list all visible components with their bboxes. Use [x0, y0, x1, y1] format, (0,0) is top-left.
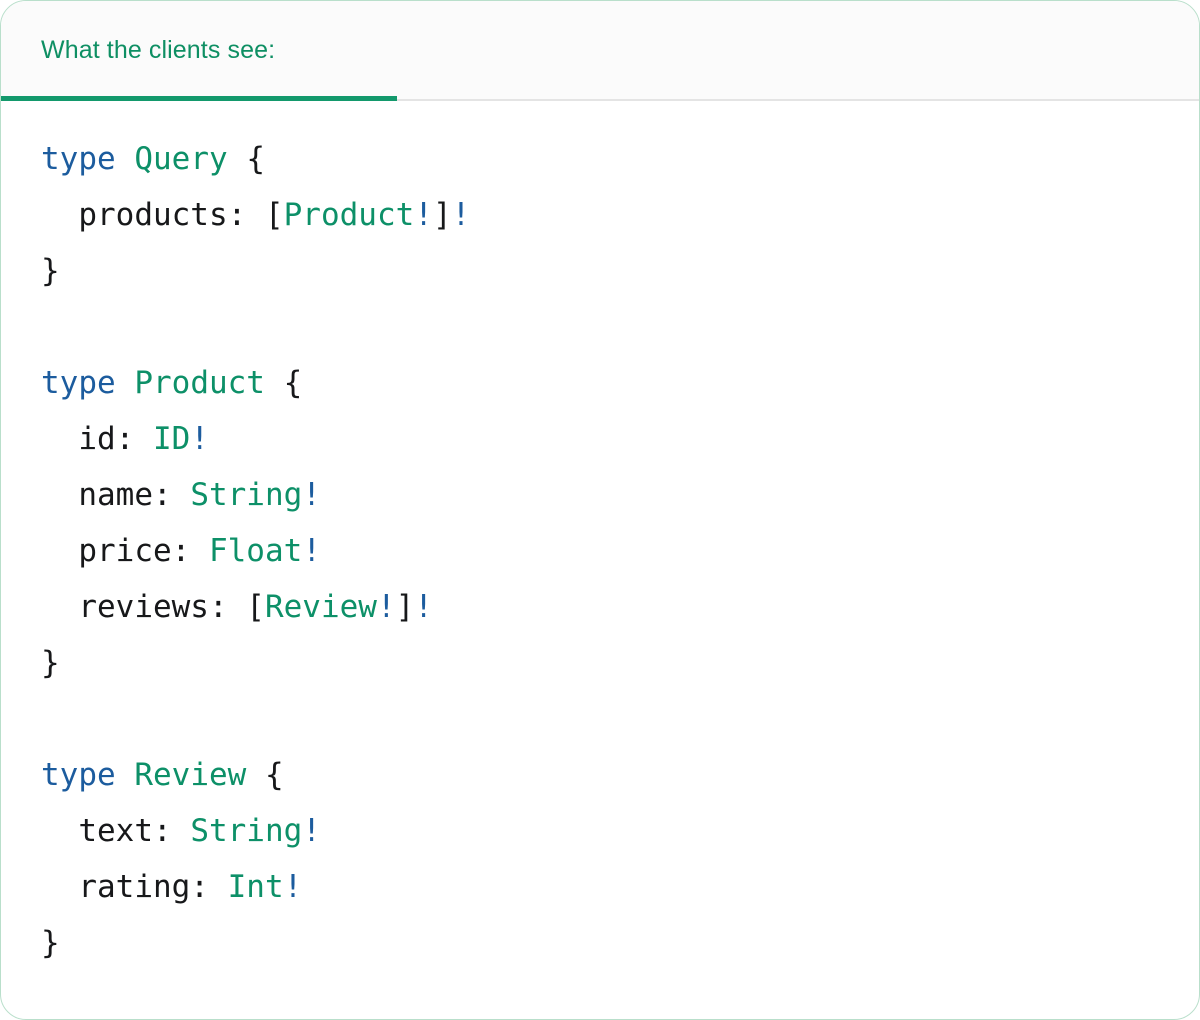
- code-token: rating:: [41, 869, 228, 905]
- code-line: id: ID!: [41, 411, 1159, 467]
- code-token: !: [376, 589, 396, 625]
- code-token: Query: [134, 141, 228, 177]
- code-token: !: [283, 869, 303, 905]
- code-line: text: String!: [41, 803, 1159, 859]
- tab-what-the-clients-see[interactable]: What the clients see:: [1, 1, 397, 101]
- tab-label: What the clients see:: [41, 35, 276, 64]
- code-token: id:: [41, 421, 153, 457]
- code-token: }: [41, 253, 60, 289]
- code-token: {: [264, 365, 303, 401]
- code-token: type: [41, 365, 116, 401]
- code-token: products: [: [41, 197, 284, 233]
- code-token: [116, 365, 135, 401]
- code-token: String: [190, 477, 303, 513]
- code-token: type: [41, 141, 116, 177]
- code-token: {: [246, 757, 284, 793]
- tab-active-underline: [1, 96, 397, 101]
- code-token: text:: [41, 813, 191, 849]
- code-token: name:: [41, 477, 191, 513]
- code-token: !: [190, 421, 209, 457]
- code-line: type Review {: [41, 747, 1159, 803]
- code-line: }: [41, 243, 1159, 299]
- code-token: !: [302, 533, 321, 569]
- code-token: }: [41, 925, 60, 961]
- code-token: [116, 141, 135, 177]
- code-line: type Product {: [41, 355, 1159, 411]
- graphql-schema-code: type Query { products: [Product!]!} type…: [1, 131, 1199, 971]
- code-line: price: Float!: [41, 523, 1159, 579]
- code-token: !: [302, 813, 321, 849]
- code-line: reviews: [Review!]!: [41, 579, 1159, 635]
- code-token: }: [41, 645, 60, 681]
- code-token: ]: [395, 589, 415, 625]
- code-token: Float: [208, 533, 303, 569]
- code-line: name: String!: [41, 467, 1159, 523]
- code-token: Review: [264, 589, 377, 625]
- code-token: price:: [41, 533, 209, 569]
- tab-bar: What the clients see:: [1, 1, 1199, 101]
- code-token: Review: [134, 757, 247, 793]
- code-token: reviews: [: [41, 589, 265, 625]
- code-token: {: [227, 141, 265, 177]
- code-line: products: [Product!]!: [41, 187, 1159, 243]
- code-token: String: [190, 813, 303, 849]
- code-line: rating: Int!: [41, 859, 1159, 915]
- code-token: [116, 757, 135, 793]
- code-area: type Query { products: [Product!]!} type…: [1, 101, 1199, 971]
- code-line: type Query {: [41, 131, 1159, 187]
- code-line: }: [41, 915, 1159, 971]
- code-token: !: [414, 197, 433, 233]
- code-line: [41, 691, 1159, 747]
- code-token: !: [302, 477, 321, 513]
- code-token: !: [414, 589, 433, 625]
- code-token: !: [451, 197, 471, 233]
- code-line: [41, 299, 1159, 355]
- code-token: ]: [432, 197, 452, 233]
- code-token: Int: [227, 869, 284, 905]
- code-token: type: [41, 757, 116, 793]
- code-line: }: [41, 635, 1159, 691]
- code-token: ID: [152, 421, 191, 457]
- code-token: Product: [134, 365, 265, 401]
- code-token: Product: [283, 197, 415, 233]
